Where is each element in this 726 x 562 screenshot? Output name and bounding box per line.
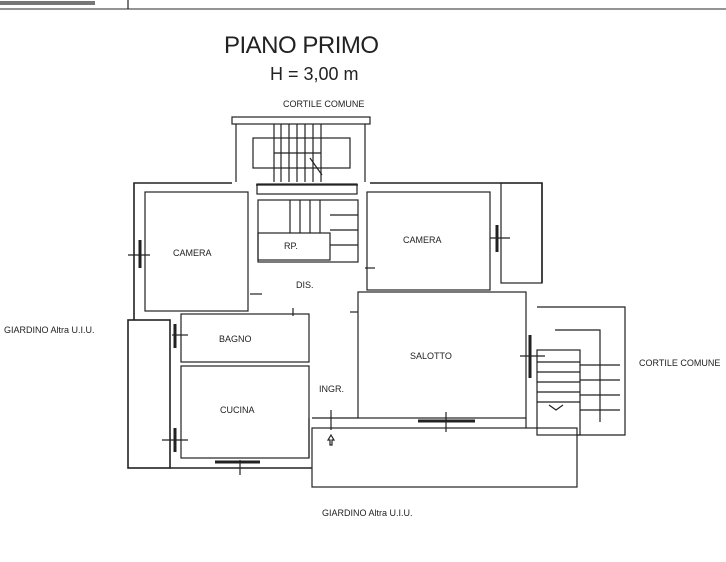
room-label-dis: DIS. [296, 280, 314, 290]
room-label-bagno: BAGNO [219, 334, 252, 344]
label-cortile-right: CORTILE COMUNE [639, 358, 721, 368]
cucina-room [180, 365, 310, 459]
header-frame [0, 0, 726, 10]
salotto-room [357, 291, 527, 419]
room-label-ingr: INGR. [319, 384, 345, 394]
side-room [500, 182, 543, 284]
room-label-camera-right: CAMERA [403, 235, 442, 245]
page-title: PIANO PRIMO [224, 32, 379, 59]
room-walls [128, 182, 578, 488]
outer-walls [127, 182, 543, 469]
bagno-room [180, 313, 310, 363]
room-label-rp: RP. [284, 241, 298, 251]
terrace [311, 427, 578, 488]
room-label-camera-left: CAMERA [173, 248, 212, 258]
camera-right-room [366, 191, 491, 291]
label-cortile-top: CORTILE COMUNE [283, 99, 365, 109]
right-staircase [536, 306, 626, 436]
label-giardino-left: GIARDINO Altra U.I.U. [4, 325, 95, 335]
room-label-cucina: CUCINA [220, 405, 255, 415]
top-staircase [231, 116, 371, 182]
camera-left-room [144, 191, 249, 312]
room-label-salotto: SALOTTO [410, 351, 452, 361]
ceiling-height-label: H = 3,00 m [270, 64, 359, 84]
label-giardino-bottom: GIARDINO Altra U.I.U. [322, 508, 413, 518]
